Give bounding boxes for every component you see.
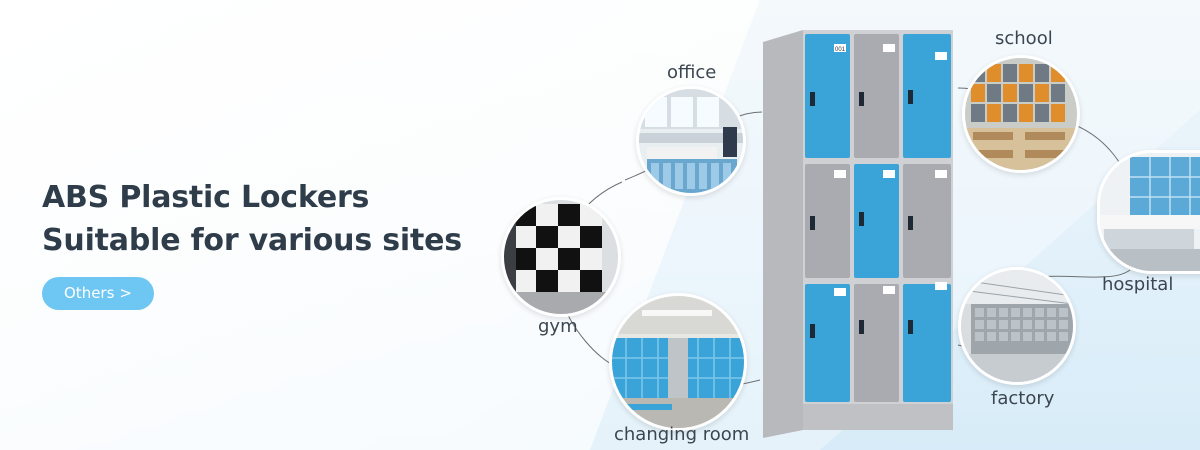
factory-scene-icon	[961, 270, 1073, 382]
hospital-photo	[1097, 150, 1200, 274]
site-label-factory: factory	[991, 388, 1055, 409]
others-button[interactable]: Others>	[42, 277, 154, 310]
hospital-scene-icon	[1100, 153, 1200, 271]
gym-photo	[501, 197, 621, 317]
school-scene-icon	[965, 58, 1077, 170]
headline-line-2: Suitable for various sites	[42, 223, 462, 258]
site-label-changing-room: changing room	[614, 424, 750, 445]
door-number: 001	[835, 47, 846, 53]
changing-room-photo	[609, 293, 747, 431]
locker-illustration: 001	[763, 30, 953, 438]
site-label-office: office	[667, 62, 717, 83]
chevron-right-icon: >	[119, 284, 132, 302]
gym-scene-icon	[504, 200, 618, 314]
site-label-school: school	[995, 28, 1053, 49]
site-label-gym: gym	[538, 316, 578, 337]
school-photo	[962, 55, 1080, 173]
changing-room-scene-icon	[612, 296, 744, 428]
headline-line-1: ABS Plastic Lockers	[42, 180, 370, 215]
site-label-hospital: hospital	[1102, 274, 1174, 295]
office-photo	[636, 86, 746, 196]
others-button-label: Others	[64, 284, 115, 302]
headline: ABS Plastic Lockers Suitable for various…	[42, 176, 462, 262]
locker-cabinet: 001	[758, 30, 958, 438]
office-scene-icon	[639, 89, 743, 193]
factory-photo	[958, 267, 1076, 385]
